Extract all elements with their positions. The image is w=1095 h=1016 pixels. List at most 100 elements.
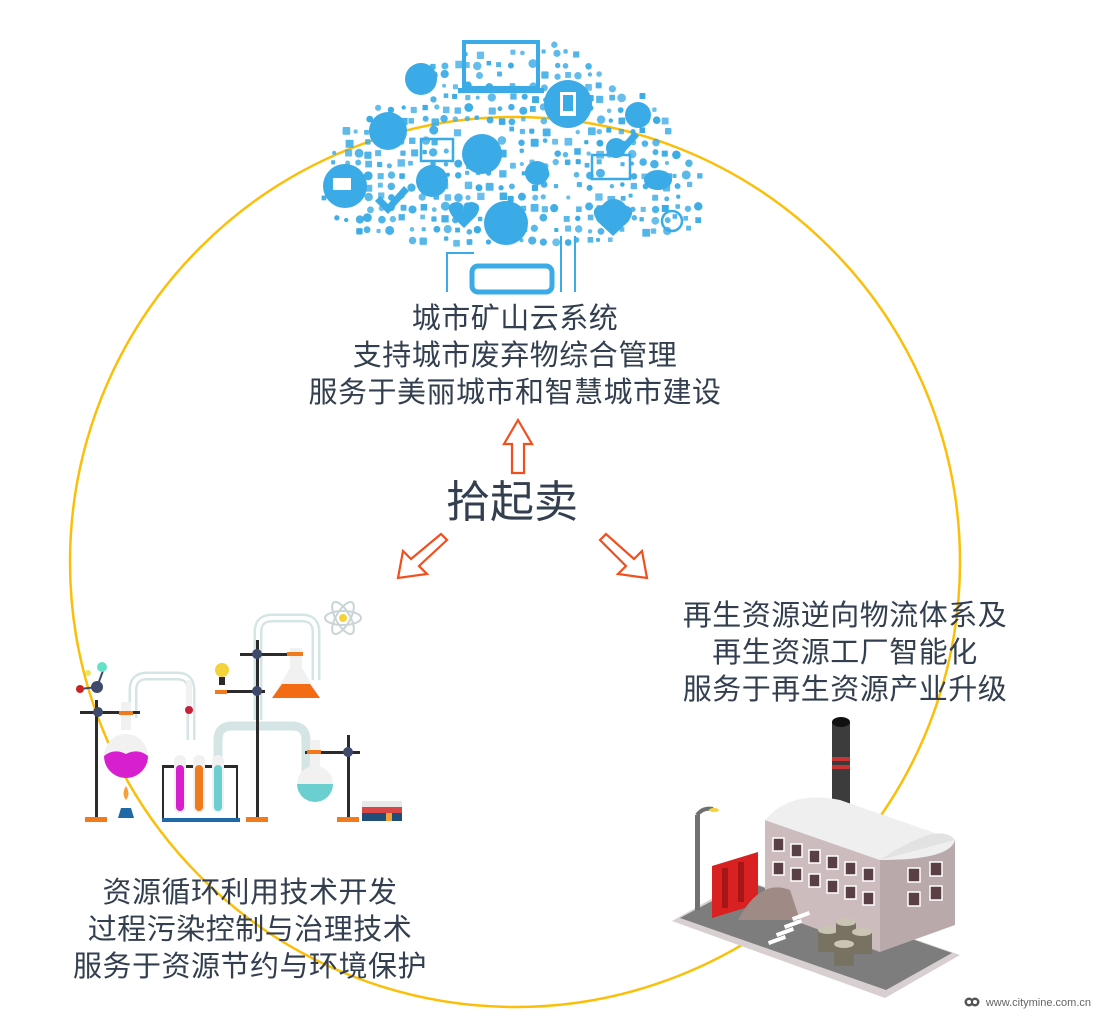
- right-node-text: 再生资源逆向物流体系及 再生资源工厂智能化 服务于再生资源产业升级: [645, 597, 1045, 708]
- cloud-mini-icon: [617, 107, 624, 113]
- cloud-mini-icon: [652, 194, 659, 201]
- cloud-mini-icon: [575, 129, 580, 135]
- cloud-mini-icon: [585, 83, 592, 91]
- cloud-mini-icon: [444, 194, 452, 201]
- cloud-mini-icon: [408, 236, 417, 245]
- cloud-mini-icon: [465, 194, 471, 201]
- cloud-mini-icon: [562, 151, 569, 158]
- cloud-mini-icon: [565, 225, 572, 232]
- cloud-mini-icon: [496, 62, 502, 68]
- cloud-mini-icon: [541, 49, 546, 54]
- cloud-mini-icon: [420, 204, 428, 211]
- cloud-mini-icon: [401, 105, 406, 110]
- cloud-mini-icon: [618, 128, 624, 135]
- cloud-mini-icon: [541, 206, 548, 213]
- cloud-mini-icon: [609, 184, 615, 189]
- cloud-mini-icon: [596, 128, 603, 135]
- cloud-mini-icon: [528, 236, 537, 245]
- cloud-mini-icon: [400, 150, 406, 156]
- cloud-mini-icon: [576, 181, 582, 188]
- cloud-mini-icon: [529, 128, 535, 134]
- cloud-mini-icon: [420, 214, 425, 220]
- cloud-mini-icon: [344, 217, 349, 223]
- cloud-mini-icon: [587, 127, 596, 136]
- cloud-mini-icon: [574, 148, 581, 155]
- cloud-mini-icon: [364, 151, 372, 159]
- cloud-mini-icon: [422, 115, 429, 122]
- cloud-mini-icon: [464, 115, 471, 122]
- cloud-mini-icon: [507, 62, 514, 69]
- cloud-mini-icon: [684, 205, 692, 213]
- cloud-mini-icon: [530, 224, 538, 232]
- cloud-mini-icon: [585, 202, 594, 211]
- cloud-mini-icon: [472, 61, 482, 71]
- cloud-mini-icon: [443, 161, 449, 167]
- cloud-mini-icon: [562, 63, 569, 69]
- cloud-mini-icon: [608, 85, 616, 93]
- cloud-mini-icon: [553, 49, 561, 57]
- cloud-mini-icon: [410, 106, 417, 113]
- cloud-mini-icon: [411, 149, 419, 157]
- cloud-mini-icon: [661, 117, 669, 125]
- cloud-mini-icon: [641, 173, 648, 180]
- left-node-line-1: 资源循环利用技术开发: [102, 875, 398, 909]
- cloud-mini-icon: [332, 150, 337, 155]
- cloud-mini-icon: [587, 72, 593, 77]
- cloud-mini-icon: [488, 107, 496, 115]
- cloud-mini-icon: [532, 194, 539, 201]
- cloud-mini-icon: [418, 193, 426, 201]
- cloud-mini-icon: [607, 237, 613, 242]
- cloud-mini-icon: [510, 162, 516, 169]
- cloud-mini-icon: [443, 148, 449, 154]
- cloud-mini-icon: [428, 148, 438, 157]
- cloud-mini-icon: [510, 49, 516, 55]
- cloud-mini-icon: [387, 106, 395, 114]
- cloud-mini-icon: [676, 194, 681, 199]
- cloud-mini-icon: [375, 104, 382, 111]
- cloud-mini-icon: [486, 60, 492, 66]
- cloud-mini-icon: [552, 158, 559, 166]
- cloud-mini-icon: [672, 150, 681, 160]
- cloud-mini-icon: [641, 140, 649, 147]
- cloud-mini-icon: [620, 182, 625, 187]
- cloud-mini-icon: [431, 216, 437, 222]
- cloud-mini-icon: [345, 139, 354, 148]
- cloud-mini-icon: [345, 149, 353, 157]
- cloud-mini-icon: [466, 229, 473, 235]
- cloud-mini-icon: [377, 182, 383, 188]
- cloud-mini-icon: [606, 108, 612, 114]
- cloud-mini-icon: [454, 193, 463, 203]
- cloud-mini-icon: [487, 93, 496, 102]
- cloud-mini-icon: [398, 214, 405, 221]
- cloud-mini-icon: [400, 204, 407, 211]
- cloud-mini-icon: [642, 228, 651, 237]
- cloud-mini-icon: [529, 159, 535, 165]
- cloud-mini-icon: [473, 225, 482, 234]
- cloud-mini-icon: [661, 204, 669, 212]
- cloud-mini-icon: [574, 225, 583, 233]
- cloud-mini-icon: [363, 226, 371, 234]
- cloud-mini-icon: [618, 117, 626, 125]
- cloud-mini-icon: [434, 104, 440, 110]
- cloud-mini-icon: [652, 107, 657, 112]
- cloud-mini-icon: [431, 118, 440, 126]
- cloud-mini-icon: [551, 41, 558, 48]
- cloud-mini-icon: [498, 149, 507, 158]
- watermark: www.citymine.com.cn: [964, 996, 1091, 1010]
- cloud-mini-icon: [596, 237, 601, 242]
- cloud-mini-icon: [521, 93, 528, 100]
- cloud-mini-icon: [497, 136, 507, 145]
- cloud-mini-icon: [452, 93, 458, 100]
- cloud-mini-icon: [573, 51, 580, 58]
- cloud-mini-icon: [519, 148, 524, 153]
- cloud-mini-icon: [697, 173, 703, 179]
- cloud-mini-icon: [619, 227, 625, 232]
- cloud-mini-icon: [387, 171, 396, 179]
- cloud-mini-icon: [475, 184, 483, 192]
- cloud-mini-icon: [433, 225, 441, 233]
- cloud-mini-icon: [651, 216, 660, 225]
- cloud-mini-icon: [508, 118, 516, 126]
- cloud-mini-icon: [455, 227, 460, 233]
